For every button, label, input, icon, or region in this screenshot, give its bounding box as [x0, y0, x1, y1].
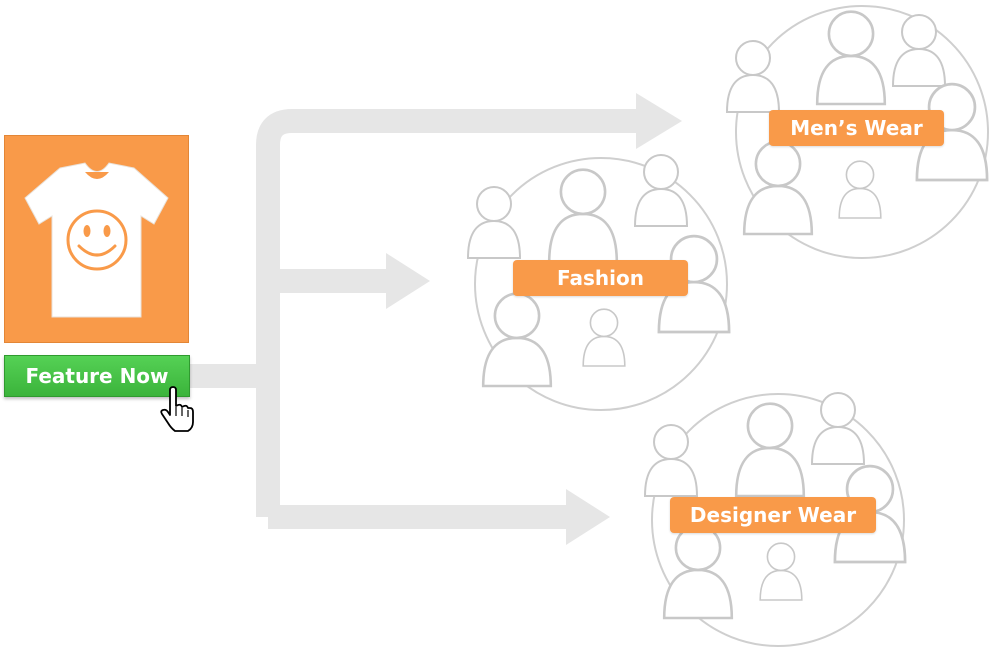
arrow-trunk: [256, 109, 640, 517]
audience-label-mens-wear: Men’s Wear: [769, 110, 944, 146]
arrowhead-middle: [386, 253, 430, 309]
arrowhead-bottom: [566, 489, 610, 545]
audience-label-designer-wear: Designer Wear: [670, 497, 876, 533]
product-card: [4, 135, 189, 343]
hand-pointer-icon: [160, 386, 194, 432]
flow-arrows: [190, 109, 640, 529]
feature-now-button[interactable]: Feature Now: [4, 355, 190, 397]
arrowhead-top: [636, 93, 682, 149]
audience-label-fashion: Fashion: [513, 260, 688, 296]
t-shirt-smiley-icon: [24, 162, 169, 318]
